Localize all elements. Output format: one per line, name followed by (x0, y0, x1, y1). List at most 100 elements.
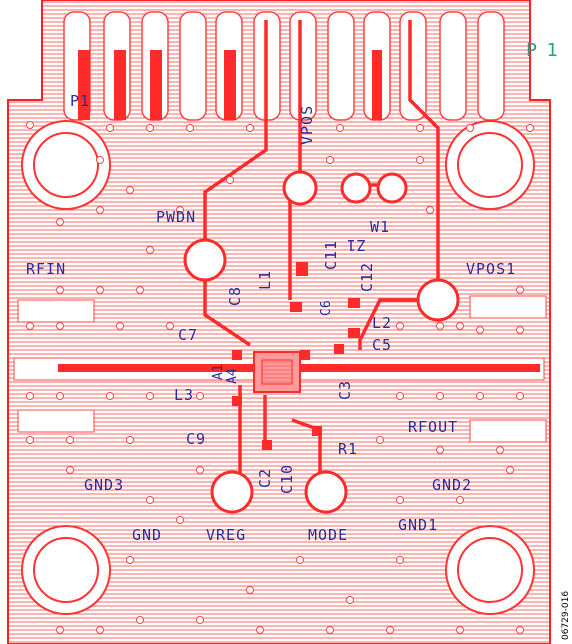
label-gnd1: GND1 (398, 516, 438, 534)
label-l2: L2 (372, 314, 392, 332)
via (146, 392, 154, 400)
via (476, 392, 484, 400)
via (516, 392, 524, 400)
connector-fingers (78, 50, 382, 120)
via (376, 436, 384, 444)
via (56, 218, 64, 226)
large-pads (183, 170, 460, 514)
label-mode: MODE (308, 526, 348, 544)
via (56, 322, 64, 330)
via (196, 616, 204, 624)
via (506, 466, 514, 474)
via (66, 466, 74, 474)
via (516, 326, 524, 334)
via (196, 466, 204, 474)
via (96, 626, 104, 634)
rf-traces (58, 364, 540, 372)
via (416, 124, 424, 132)
ref-designator-right: P 1 (526, 40, 560, 61)
label-gnd: GND (132, 526, 162, 544)
label-gnd2: GND2 (432, 476, 472, 494)
via (496, 446, 504, 454)
smd-pads (232, 262, 360, 450)
via (396, 392, 404, 400)
via (526, 124, 534, 132)
via (436, 446, 444, 454)
via (176, 206, 184, 214)
via (246, 586, 254, 594)
via (106, 124, 114, 132)
label-c11: C11 (322, 240, 340, 270)
label-c3: C3 (336, 380, 354, 400)
figure-id: 06729-016 (561, 591, 571, 640)
label-gnd3: GND3 (84, 476, 124, 494)
label-z1: Z1 (346, 236, 366, 254)
label-c8: C8 (226, 286, 244, 306)
label-pwdn: PWDN (156, 208, 196, 226)
via (186, 124, 194, 132)
label-vpos: VPOS (298, 105, 316, 145)
label-c10: C10 (278, 464, 296, 494)
via (326, 626, 334, 634)
via (346, 596, 354, 604)
via (66, 436, 74, 444)
silkscreen-labels: VPOS PWDN W1 Z1 RFIN VPOS1 C11 C12 L1 C8… (26, 105, 516, 544)
via (146, 496, 154, 504)
label-rfout: RFOUT (408, 418, 458, 436)
via (126, 436, 134, 444)
label-a4: A4 (225, 368, 240, 384)
label-c2: C2 (256, 468, 274, 488)
via (226, 176, 234, 184)
label-c6: C6 (319, 300, 334, 316)
via (326, 156, 334, 164)
via (196, 392, 204, 400)
mounting-holes (21, 120, 535, 615)
via (456, 496, 464, 504)
label-vreg: VREG (206, 526, 246, 544)
via (106, 392, 114, 400)
via (56, 626, 64, 634)
via (96, 286, 104, 294)
via (246, 124, 254, 132)
via (516, 626, 524, 634)
via (96, 156, 104, 164)
label-c12: C12 (358, 262, 376, 292)
via (436, 392, 444, 400)
via (296, 556, 304, 564)
ic-package (253, 351, 301, 393)
label-c5: C5 (372, 336, 392, 354)
via (26, 392, 34, 400)
via (476, 326, 484, 334)
via (176, 516, 184, 524)
via (396, 322, 404, 330)
via (466, 124, 474, 132)
via (26, 322, 34, 330)
via (126, 186, 134, 194)
via (146, 246, 154, 254)
label-l3: L3 (174, 386, 194, 404)
via (166, 322, 174, 330)
via (456, 626, 464, 634)
via (136, 616, 144, 624)
via (456, 322, 464, 330)
via (96, 206, 104, 214)
label-c7: C7 (178, 326, 198, 344)
ground-vias (26, 121, 534, 634)
via (396, 496, 404, 504)
via (26, 436, 34, 444)
via (136, 286, 144, 294)
via (416, 156, 424, 164)
via (26, 121, 34, 129)
via (116, 322, 124, 330)
via (256, 626, 264, 634)
via (516, 286, 524, 294)
via (436, 322, 444, 330)
ref-designator-left: P1 (70, 92, 90, 110)
label-w1: W1 (370, 218, 390, 236)
via (56, 286, 64, 294)
label-vpos1: VPOS1 (466, 260, 516, 278)
label-l1: L1 (256, 270, 274, 290)
via (396, 556, 404, 564)
via (146, 124, 154, 132)
